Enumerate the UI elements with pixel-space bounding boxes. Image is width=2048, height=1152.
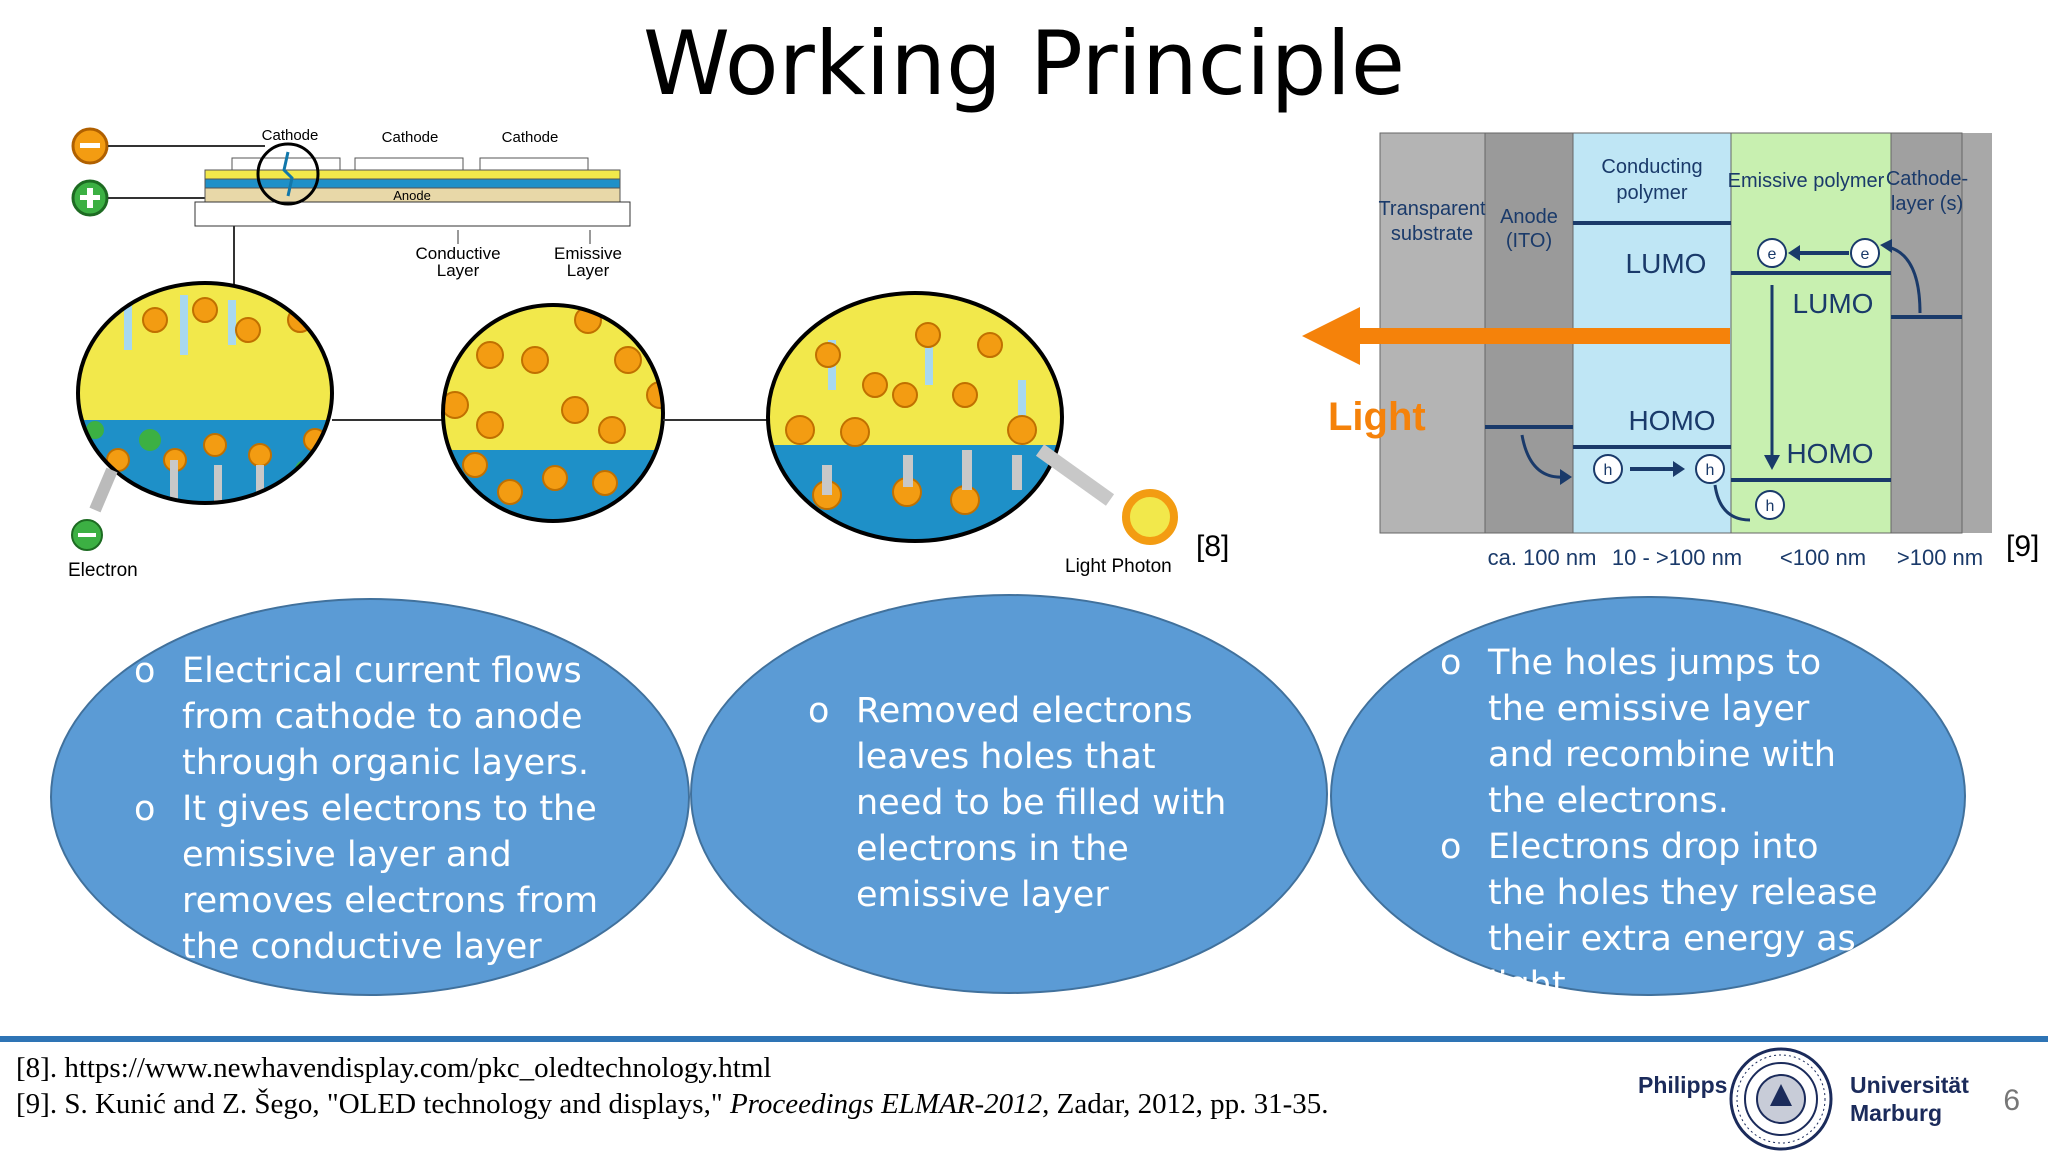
emissive-label-2: Layer [567, 261, 610, 280]
dimension-label-2: 10 - >100 nm [1612, 545, 1742, 570]
conductive-label-2: Layer [437, 261, 480, 280]
homo-label-2: HOMO [1786, 438, 1873, 469]
explanation-text-1: Electrical current flows from cathode to… [134, 648, 634, 970]
light-label: Light [1328, 395, 1426, 439]
cathode-layer-label-2: layer (s) [1891, 193, 1963, 215]
lumo-label-1: LUMO [1626, 248, 1707, 279]
light-photon-icon [1122, 489, 1178, 545]
electron-icon [1757, 238, 1880, 268]
reference-9-marker: [9] [2006, 530, 2040, 563]
reference-8-citation: [8]. https://www.newhavendisplay.com/pkc… [16, 1052, 772, 1084]
dimension-label-1: ca. 100 nm [1488, 545, 1597, 570]
cathode-label-2: Cathode [382, 129, 439, 146]
light-arrow-icon [1302, 307, 1360, 365]
slide-title: Working Principle [642, 12, 1406, 115]
electron-label: Electron [68, 560, 138, 581]
logo-marburg: Marburg [1850, 1100, 1942, 1126]
explanation-text-3: The holes jumps to the emissive layer an… [1440, 640, 1880, 1008]
conducting-polymer-label-2: polymer [1616, 182, 1687, 204]
conducting-polymer-label-1: Conducting [1601, 156, 1702, 178]
svg-text:e: e [1768, 246, 1777, 263]
transparent-label-2: substrate [1391, 223, 1473, 245]
oled-structure-diagram: Cathode Cathode Cathode Anode Conductive… [68, 127, 1178, 581]
bullet-item: Electrons drop into the holes they relea… [1440, 824, 1880, 1008]
hole-icon [1593, 454, 1785, 520]
emissive-polymer-label: Emissive polymer [1728, 170, 1885, 192]
svg-text:h: h [1604, 462, 1613, 479]
transparent-label-1: Transparent [1378, 198, 1486, 220]
bullet-item: It gives electrons to the emissive layer… [134, 786, 634, 970]
dimension-label-3: <100 nm [1780, 545, 1866, 570]
photon-label: Light Photon [1065, 556, 1172, 577]
cathode-layer-label-1: Cathode- [1886, 168, 1968, 190]
dimension-label-4: >100 nm [1897, 545, 1983, 570]
homo-label-1: HOMO [1628, 405, 1715, 436]
anode-ito-label-1: Anode [1500, 206, 1558, 228]
svg-text:h: h [1766, 498, 1775, 515]
explanation-text-2: Removed electrons leaves holes that need… [808, 688, 1228, 918]
anode-label: Anode [393, 188, 431, 203]
footer-divider [0, 1036, 2048, 1042]
conductive-label-1: Conductive [415, 244, 500, 263]
svg-text:h: h [1706, 462, 1715, 479]
lumo-label-2: LUMO [1793, 288, 1874, 319]
bullet-item: The holes jumps to the emissive layer an… [1440, 640, 1880, 824]
page-number: 6 [2003, 1084, 2020, 1117]
reference-8-marker: [8] [1196, 530, 1230, 563]
seal-icon [1729, 1047, 1833, 1151]
logo-universitat: Universität [1850, 1072, 1969, 1098]
cathode-label-1: Cathode [262, 127, 319, 144]
bullet-item: Electrical current flows from cathode to… [134, 648, 634, 786]
logo-philipps: Philipps [1638, 1072, 1728, 1098]
cathode-label-3: Cathode [502, 129, 559, 146]
svg-text:e: e [1861, 246, 1870, 263]
energy-band-diagram: e e h h h Transparent substrate Anode (I… [1302, 132, 1992, 570]
anode-ito-label-2: (ITO) [1506, 230, 1552, 252]
reference-9-citation: [9]. S. Kunić and Z. Šego, "OLED technol… [16, 1088, 1329, 1120]
emissive-label-1: Emissive [554, 244, 622, 263]
bullet-item: Removed electrons leaves holes that need… [808, 688, 1228, 918]
